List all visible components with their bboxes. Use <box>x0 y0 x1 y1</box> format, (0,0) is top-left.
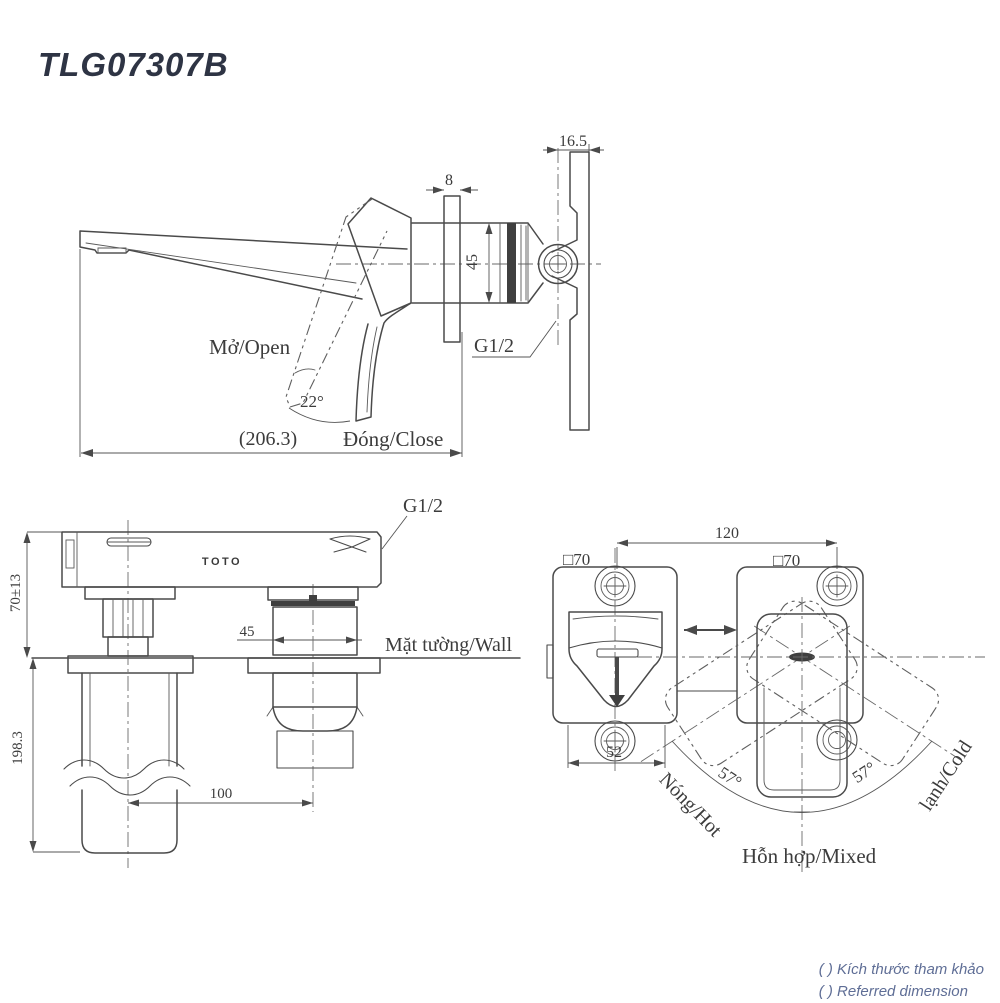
dim-plate-left-label: □70 <box>563 550 590 569</box>
dim-center-distance-label: 100 <box>210 786 233 802</box>
handle-position-cold <box>746 600 966 767</box>
reference-footnote: ( ) Kích thước tham khảo ( ) Referred di… <box>819 959 984 1003</box>
side-view: 16.5 8 45 G1/2 Mở/Open 22° (206.3) Đóng/… <box>79 133 604 457</box>
cold-label: lạnh/Cold <box>915 737 976 815</box>
dim-valve-depth-label: 16.5 <box>559 133 587 150</box>
faucet-body-bar <box>61 531 382 588</box>
front-view: 120 □70 □70 52 57° 57° Nóng/Hot lạnh/Col… <box>546 525 985 872</box>
valve-shaft-plan <box>247 586 381 769</box>
handle-position-hot <box>638 600 858 767</box>
open-position-label: Mở/Open <box>209 335 291 359</box>
dim-spout-length-label: (206.3) <box>239 428 297 450</box>
footnote-line-en: ( ) Referred dimension <box>818 983 968 1000</box>
handle-closed <box>347 197 412 422</box>
dim-body-height-label: 45 <box>464 254 481 270</box>
close-position-label: Đóng/Close <box>343 427 443 451</box>
dim-mount-height-label: 70±13 <box>8 574 24 612</box>
product-code-title: TLG07307B <box>38 46 229 83</box>
handle-open-phantom <box>285 198 388 408</box>
mounting-screw <box>816 719 858 761</box>
spout-outlet-mark <box>329 535 371 553</box>
toto-logo: TOTO <box>202 556 242 568</box>
dim-body-width-label: 52 <box>606 744 622 761</box>
valve-circle <box>537 243 579 285</box>
footnote-line-vi: ( ) Kích thước tham khảo <box>818 961 984 978</box>
mounting-screw <box>816 565 858 607</box>
swing-angle-right-label: 57° <box>849 758 879 787</box>
handle-front <box>756 613 848 798</box>
spout-front <box>568 611 663 708</box>
mixed-label: Hỗn hợp/Mixed <box>742 844 877 868</box>
handle-shaft-plan <box>63 586 194 854</box>
plan-view: TOTO 70±13 198.3 100 <box>8 495 521 868</box>
open-angle-label: 22° <box>300 392 324 411</box>
wall-bracket <box>551 151 590 431</box>
hot-label: Nóng/Hot <box>655 768 727 841</box>
wall-label: Mặt tường/Wall <box>385 634 512 656</box>
spout-outline <box>79 230 408 300</box>
dim-plate-right-label: □70 <box>773 551 800 570</box>
dim-valve-width-label: 45 <box>240 624 255 640</box>
escutcheon-plate <box>443 195 461 343</box>
dim-plate-thickness-label: 8 <box>445 172 453 189</box>
valve-body <box>411 222 544 304</box>
thread-size-label-plan: G1/2 <box>403 495 443 517</box>
dim-pipe-depth-label: 198.3 <box>10 731 26 765</box>
swing-angle-left-label: 57° <box>715 763 745 792</box>
thread-size-label-side: G1/2 <box>474 335 514 357</box>
dim-handle-spacing-label: 120 <box>715 525 739 542</box>
